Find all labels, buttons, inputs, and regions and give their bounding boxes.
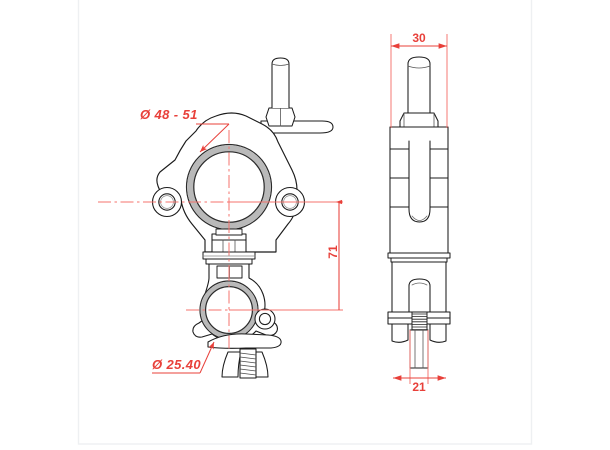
side-channel-bottom-arc xyxy=(411,215,428,221)
side-thread-lines xyxy=(411,313,428,331)
side-screw-shaft xyxy=(409,329,429,369)
side-wing-left xyxy=(391,323,409,343)
dimension-width-bottom-label: 21 xyxy=(412,380,426,394)
side-bolt-shaft xyxy=(407,56,431,121)
front-bolt-shaft xyxy=(271,57,290,109)
front-lower-lug-hole xyxy=(258,312,272,326)
side-wing-right xyxy=(429,323,447,343)
side-lower-post-arc xyxy=(411,282,428,286)
front-screw-threads xyxy=(239,352,257,376)
side-inner-channel xyxy=(408,140,431,223)
side-plate-upper xyxy=(387,252,451,259)
front-bolt-cap-line xyxy=(271,63,290,66)
side-plate-lower xyxy=(390,257,448,263)
diameter-lower-callout-label: Ø 25.40 xyxy=(152,357,201,372)
front-wing-handle xyxy=(207,333,282,379)
front-top-bolt xyxy=(260,57,334,134)
dimension-height-71-label: 71 xyxy=(326,245,340,259)
dimension-height-71: 71 xyxy=(229,199,343,311)
side-bolt-cap-line xyxy=(407,65,431,69)
callout-25-leader-diagonal xyxy=(199,341,215,374)
dimension-width-bottom: 21 xyxy=(392,330,446,394)
diameter-upper-callout-label: Ø 48 - 51 xyxy=(140,107,198,122)
dimension-width-top: 30 xyxy=(390,31,448,128)
side-lower-post xyxy=(408,278,431,319)
front-wing-bar xyxy=(207,333,282,349)
sheet-border xyxy=(77,0,533,445)
callout-48-leader-diagonal xyxy=(199,123,230,153)
diameter-upper-callout: Ø 48 - 51 xyxy=(140,107,230,153)
dimension-width-top-label: 30 xyxy=(412,31,426,45)
diameter-lower-callout: Ø 25.40 xyxy=(152,341,215,374)
